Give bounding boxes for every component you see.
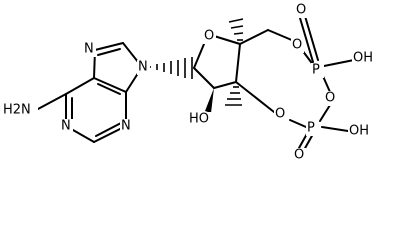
bond-c8-n7 [94,42,124,51]
hashed-bond-n9-c1prime [149,57,193,79]
bond-pb-oh [321,126,349,132]
atom-p-a: P [311,63,324,78]
atom-oh-pb: OH [348,124,373,139]
bond-obridge-pb [319,104,331,122]
atom-o-bridge: O [324,91,337,106]
atom-o-bridge-label: O [325,91,335,106]
bond-c3prime-c2prime [213,81,237,89]
atom-o-pb-double: O [293,148,306,163]
atom-o-pa-double-label: O [296,3,306,18]
chemical-structure: N N N N H2N O HO O [2,2,377,163]
ribose-ring [149,18,244,113]
atom-o-5prime-label: O [292,38,302,53]
atom-o-ring: O [203,29,216,44]
atom-o-2prime: HO [188,112,212,127]
atom-n7: N [83,42,96,57]
atom-o-pa-double: O [295,3,308,18]
atom-n3-label: N [121,119,131,134]
wedge-c2prime-oh [205,88,214,113]
adenine-base [37,42,143,143]
bond-c4prime-c3prime [235,43,241,83]
atom-n3: N [120,119,133,134]
bond-c5-c6 [65,77,95,95]
atom-n7-label: N [84,42,94,57]
atom-n9: N [137,60,150,75]
hashed-bond-c3prime-h [225,86,242,106]
atom-o-2prime-label: HO [189,112,209,127]
bond-pa-o-double-2 [304,15,319,61]
atom-o-pb-double-label: O [294,148,304,163]
bond-c8-n7-double [97,48,121,56]
bond-pa-o-double-1 [299,17,314,63]
atom-o-3prime: O [274,107,287,122]
atom-nh2-label: H2N [3,103,31,118]
bond-oring-c4prime [213,35,241,45]
bond-o3prime-c3prime [235,81,275,113]
atom-nh2: H2N [2,103,38,118]
atom-o-ring-label: O [204,29,214,44]
atom-labels: N N N N H2N O HO O [2,3,377,163]
atom-oh-pa: OH [352,51,377,66]
bond-c2-n3-double [95,122,122,137]
atom-oh-pa-label: OH [353,51,373,66]
atom-n9-label: N [138,60,148,75]
bond-c6-nh2 [37,93,67,110]
atom-p-a-label: P [312,63,320,78]
bond-c1prime-oring [193,43,205,69]
bond-pb-o3prime [289,119,307,128]
phosphate-ring [235,15,355,151]
bond-c5-c4 [93,77,127,93]
atom-o-3prime-label: O [275,107,285,122]
bond-c2prime-c1prime [193,67,215,89]
atom-oh-pb-label: OH [349,124,369,139]
atom-p-b-label: P [307,121,315,136]
atom-n1: N [60,119,73,134]
bond-c4-c5-inner [97,83,121,95]
bond-pa-oh [323,59,355,67]
bond-c4prime-c5prime [239,29,269,45]
bond-c5prime-o5prime [267,29,295,42]
atom-p-b: P [306,121,319,136]
hashed-bond-c4prime-h [228,18,244,41]
atom-n1-label: N [61,119,71,134]
atom-o-5prime: O [291,38,304,53]
bond-pb-o-double-2 [303,133,314,151]
